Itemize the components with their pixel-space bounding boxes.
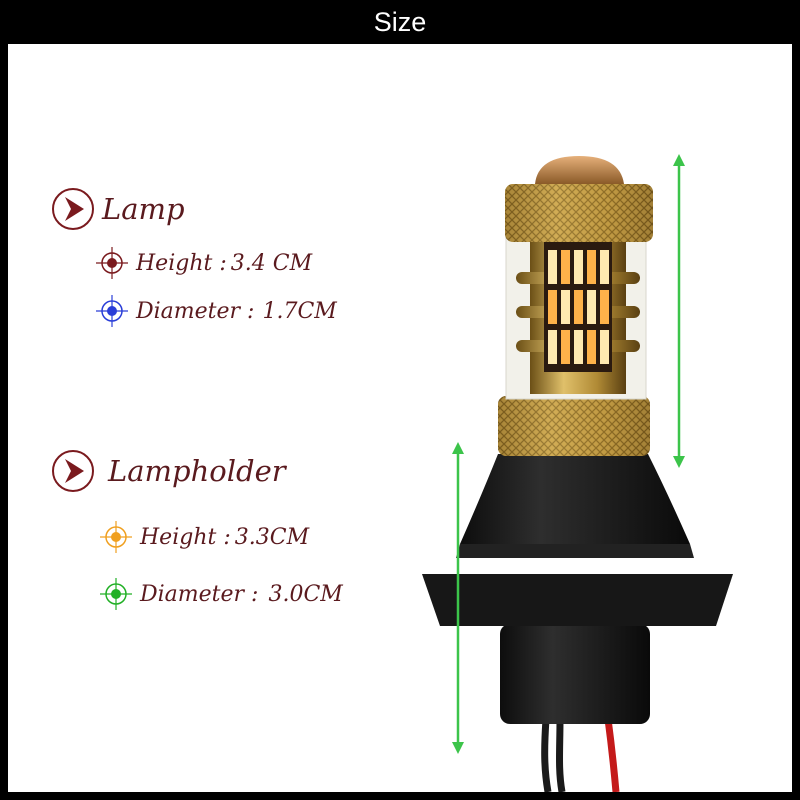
socket-connector: [500, 624, 650, 724]
lamp-height-measure-line: [673, 154, 685, 468]
red-wire: [604, 718, 620, 792]
socket-flange: [422, 574, 733, 626]
lamp-diameter-spec: Diameter : 1.7CM: [94, 293, 337, 329]
crosshair-target-icon: [96, 247, 128, 279]
lampholder-height-value: 3.3CM: [234, 524, 310, 550]
lamp-label: Lamp: [102, 192, 185, 226]
crosshair-target-icon: [100, 578, 132, 610]
crosshair-target-icon: [100, 521, 132, 553]
lens-dome: [535, 156, 624, 184]
lampholder-diameter-label: Diameter :: [140, 581, 259, 607]
lampholder-diameter-spec: Diameter : 3.0CM: [98, 576, 343, 612]
lampholder-diameter-value: 3.0CM: [268, 581, 343, 607]
lampholder-section-header: Lampholder: [50, 448, 286, 494]
black-wire: [541, 718, 552, 792]
chevron-circle-icon: [52, 450, 94, 492]
lampholder-height-spec: Height : 3.3CM: [98, 519, 309, 555]
lampholder-label: Lampholder: [108, 454, 286, 488]
lamp-height-spec: Height : 3.4 CM: [94, 245, 312, 281]
socket-body: [460, 454, 690, 544]
page-title: Size: [0, 0, 800, 44]
lamp-diameter-label: Diameter :: [136, 298, 255, 324]
black-wire: [556, 718, 566, 792]
lamp-height-label: Height :: [136, 250, 227, 276]
chevron-circle-icon: [52, 188, 94, 230]
lampholder-height-measure-line: [452, 442, 464, 754]
crosshair-target-icon: [96, 295, 128, 327]
content-panel: [8, 44, 792, 792]
lampholder-height-label: Height :: [140, 524, 231, 550]
led-bulb-illustration: [422, 154, 733, 792]
lamp-diameter-value: 1.7CM: [262, 298, 337, 324]
lamp-height-value: 3.4 CM: [230, 250, 313, 276]
lamp-section-header: Lamp: [50, 186, 185, 232]
led-chips: [548, 250, 609, 364]
